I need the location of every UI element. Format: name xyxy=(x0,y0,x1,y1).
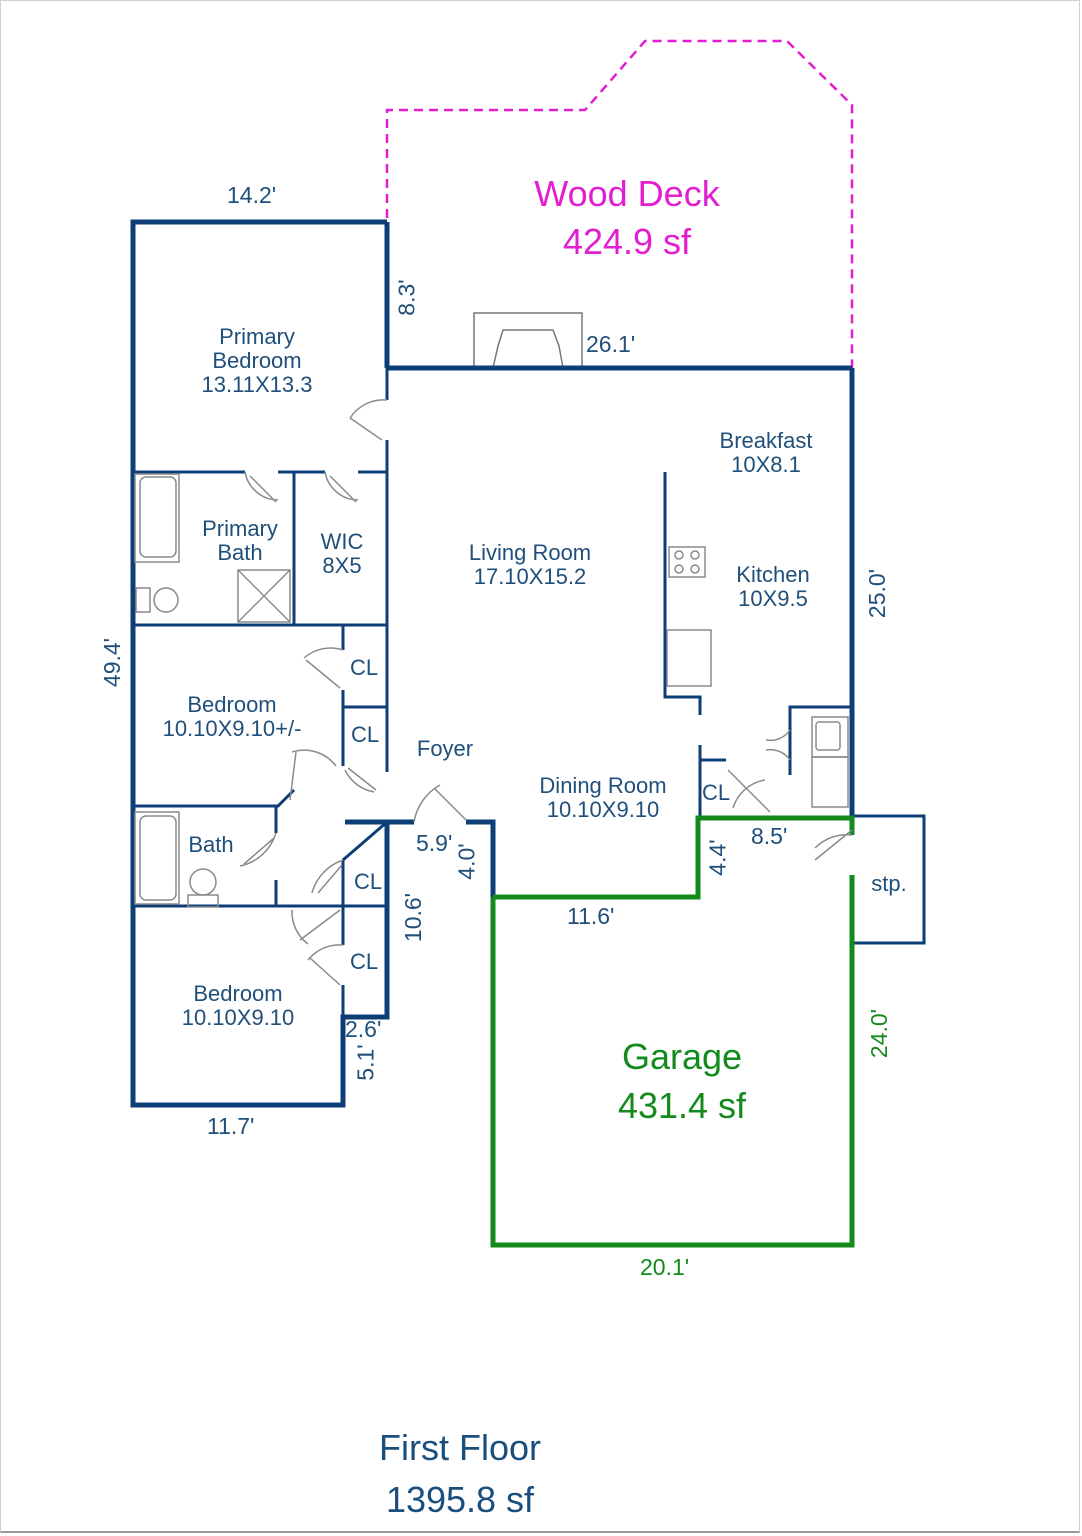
room-name: Living Room xyxy=(468,540,592,565)
room-size: 13.11X13.3 xyxy=(201,371,313,397)
room-size: 8X5 xyxy=(322,552,362,578)
shower-icon xyxy=(237,569,291,623)
room-size: 10X8.1 xyxy=(731,451,801,477)
dim-left-overall: 49.4' xyxy=(99,637,126,688)
garage-area: 431.4 sf xyxy=(617,1085,747,1126)
room-bedroom-3: Bedroom 10.10X9.10 xyxy=(182,982,295,1030)
dim-foyer-depth: 4.0' xyxy=(453,843,480,880)
dryer-icon xyxy=(811,756,849,808)
dim-right-upper: 25.0' xyxy=(864,568,891,619)
dim-hall-closet: 10.6' xyxy=(400,892,427,943)
deck-area: 424.9 sf xyxy=(562,221,692,262)
room-size: 10.10X9.10 xyxy=(546,796,660,822)
dim-bottom-left: 11.7' xyxy=(207,1113,255,1139)
room-name: Breakfast xyxy=(719,428,813,453)
stove-icon xyxy=(668,546,706,578)
dim-garage-notch: 4.4' xyxy=(704,839,731,876)
dim-dining-bottom: 11.6' xyxy=(567,903,615,929)
dim-garage-right: 24.0' xyxy=(866,1008,893,1059)
room-bedroom-2: Bedroom 10.10X9.10+/- xyxy=(163,693,302,741)
room-name: Foyer xyxy=(416,736,474,761)
room-name: Primary xyxy=(219,324,295,349)
dim-garage-bottom: 20.1' xyxy=(640,1254,690,1280)
tub-icon-bath xyxy=(139,815,177,901)
closet-label: CL xyxy=(349,949,379,974)
floor-title: First Floor xyxy=(379,1427,541,1468)
closet-label: CL xyxy=(353,869,383,894)
closet-label: CL xyxy=(349,655,379,680)
room-name: WIC xyxy=(320,529,364,554)
tub-icon xyxy=(139,476,177,558)
dim-top-left: 14.2' xyxy=(227,182,277,208)
floor-total-area: 1395.8 sf xyxy=(385,1479,535,1520)
closet-label: CL xyxy=(350,722,380,747)
dim-bed3-notch-h: 2.6' xyxy=(345,1016,382,1042)
room-name: Bedroom xyxy=(212,347,302,373)
room-stoop: stp. xyxy=(871,871,907,896)
door-swings xyxy=(239,399,853,986)
room-primary-bath: Primary Bath xyxy=(202,517,278,565)
room-name: Bath xyxy=(188,832,234,857)
deck-name: Wood Deck xyxy=(534,173,720,214)
deck-outline xyxy=(385,39,854,368)
room-name: Bath xyxy=(217,539,263,565)
room-name: Kitchen xyxy=(736,562,810,587)
room-size: 10.10X9.10 xyxy=(181,1004,295,1030)
closet-label: CL xyxy=(701,780,731,805)
room-name: Bedroom xyxy=(187,692,277,717)
room-name: Dining Room xyxy=(539,773,667,798)
room-size: 10.10X9.10+/- xyxy=(162,715,302,741)
garage-walls xyxy=(490,815,855,1248)
room-foyer: Foyer xyxy=(417,737,473,761)
room-primary-bedroom: Primary Bedroom 13.11X13.3 xyxy=(202,325,313,396)
room-kitchen: Kitchen 10X9.5 xyxy=(736,563,809,611)
dim-bed3-notch-v: 5.1' xyxy=(352,1044,379,1081)
toilet-icon xyxy=(189,868,217,896)
room-wic: WIC 8X5 xyxy=(321,530,364,578)
room-size: 10X9.5 xyxy=(738,585,808,611)
dim-deck-left: 8.3' xyxy=(393,279,420,316)
garage-name: Garage xyxy=(621,1036,743,1077)
fixtures xyxy=(134,473,849,908)
room-name: Bedroom xyxy=(193,981,283,1006)
room-bath: Bath xyxy=(188,833,233,857)
room-size: 17.10X15.2 xyxy=(473,563,587,589)
room-breakfast: Breakfast 10X8.1 xyxy=(720,429,813,477)
room-dining-room: Dining Room 10.10X9.10 xyxy=(539,774,666,822)
dim-foyer-width: 5.9' xyxy=(416,830,453,856)
room-name: Primary xyxy=(202,516,278,541)
dim-laundry-bottom: 8.5' xyxy=(751,823,788,849)
house-walls xyxy=(130,219,926,1108)
dim-deck-bottom: 26.1' xyxy=(586,331,636,357)
fireplace-icon xyxy=(473,312,583,369)
fridge-icon xyxy=(666,629,712,687)
room-living-room: Living Room 17.10X15.2 xyxy=(469,541,591,589)
